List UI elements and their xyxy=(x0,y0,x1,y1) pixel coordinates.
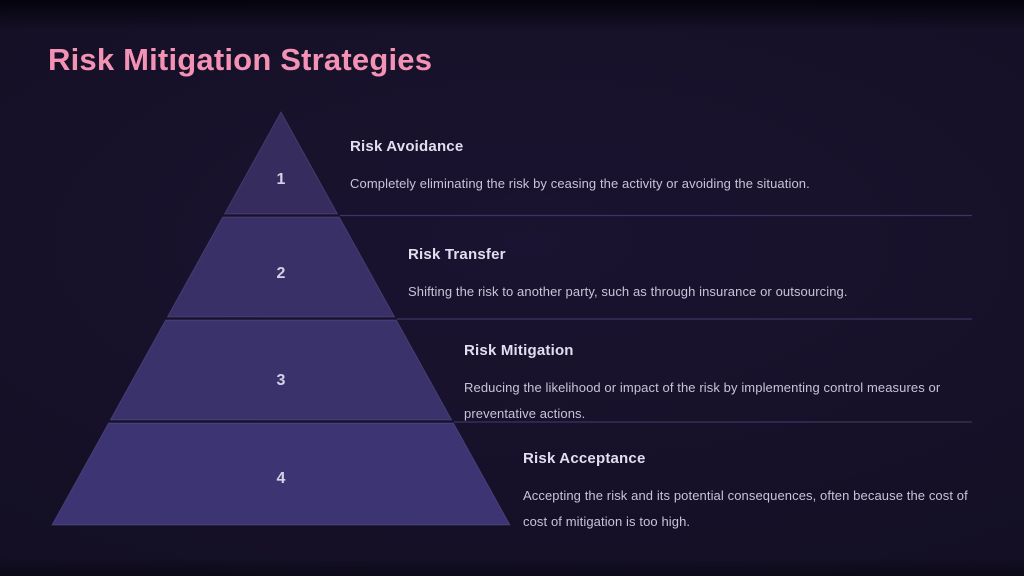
pyramid-tier-4-number: 4 xyxy=(277,470,286,487)
pyramid-tier-2-number: 2 xyxy=(277,265,286,282)
slide-title: Risk Mitigation Strategies xyxy=(48,42,433,77)
row-heading: Risk Acceptance xyxy=(523,450,646,467)
row-heading: Risk Transfer xyxy=(408,246,506,263)
tier-row-risk-transfer: Risk Transfer Shifting the risk to anoth… xyxy=(408,246,848,305)
pyramid-tier-2-shape xyxy=(166,216,396,318)
pyramid-tier-3-number: 3 xyxy=(277,372,286,389)
pyramid-tier-3-shape xyxy=(109,319,453,421)
row-description: Accepting the risk and its potential con… xyxy=(523,488,968,529)
row-description: Shifting the risk to another party, such… xyxy=(408,284,848,299)
pyramid-tier-4-shape xyxy=(51,422,511,526)
row-description: Reducing the likelihood or impact of the… xyxy=(464,380,941,421)
row-description: Completely eliminating the risk by ceasi… xyxy=(350,176,810,191)
row-heading: Risk Avoidance xyxy=(350,138,464,155)
tier-row-risk-avoidance: Risk Avoidance Completely eliminating th… xyxy=(350,138,810,197)
tier-row-risk-acceptance: Risk Acceptance Accepting the risk and i… xyxy=(523,450,968,535)
pyramid-tier-1-shape xyxy=(223,110,339,215)
row-heading: Risk Mitigation xyxy=(464,342,574,359)
tier-row-risk-mitigation: Risk Mitigation Reducing the likelihood … xyxy=(464,342,940,427)
pyramid-tier-1-number: 1 xyxy=(277,171,286,188)
